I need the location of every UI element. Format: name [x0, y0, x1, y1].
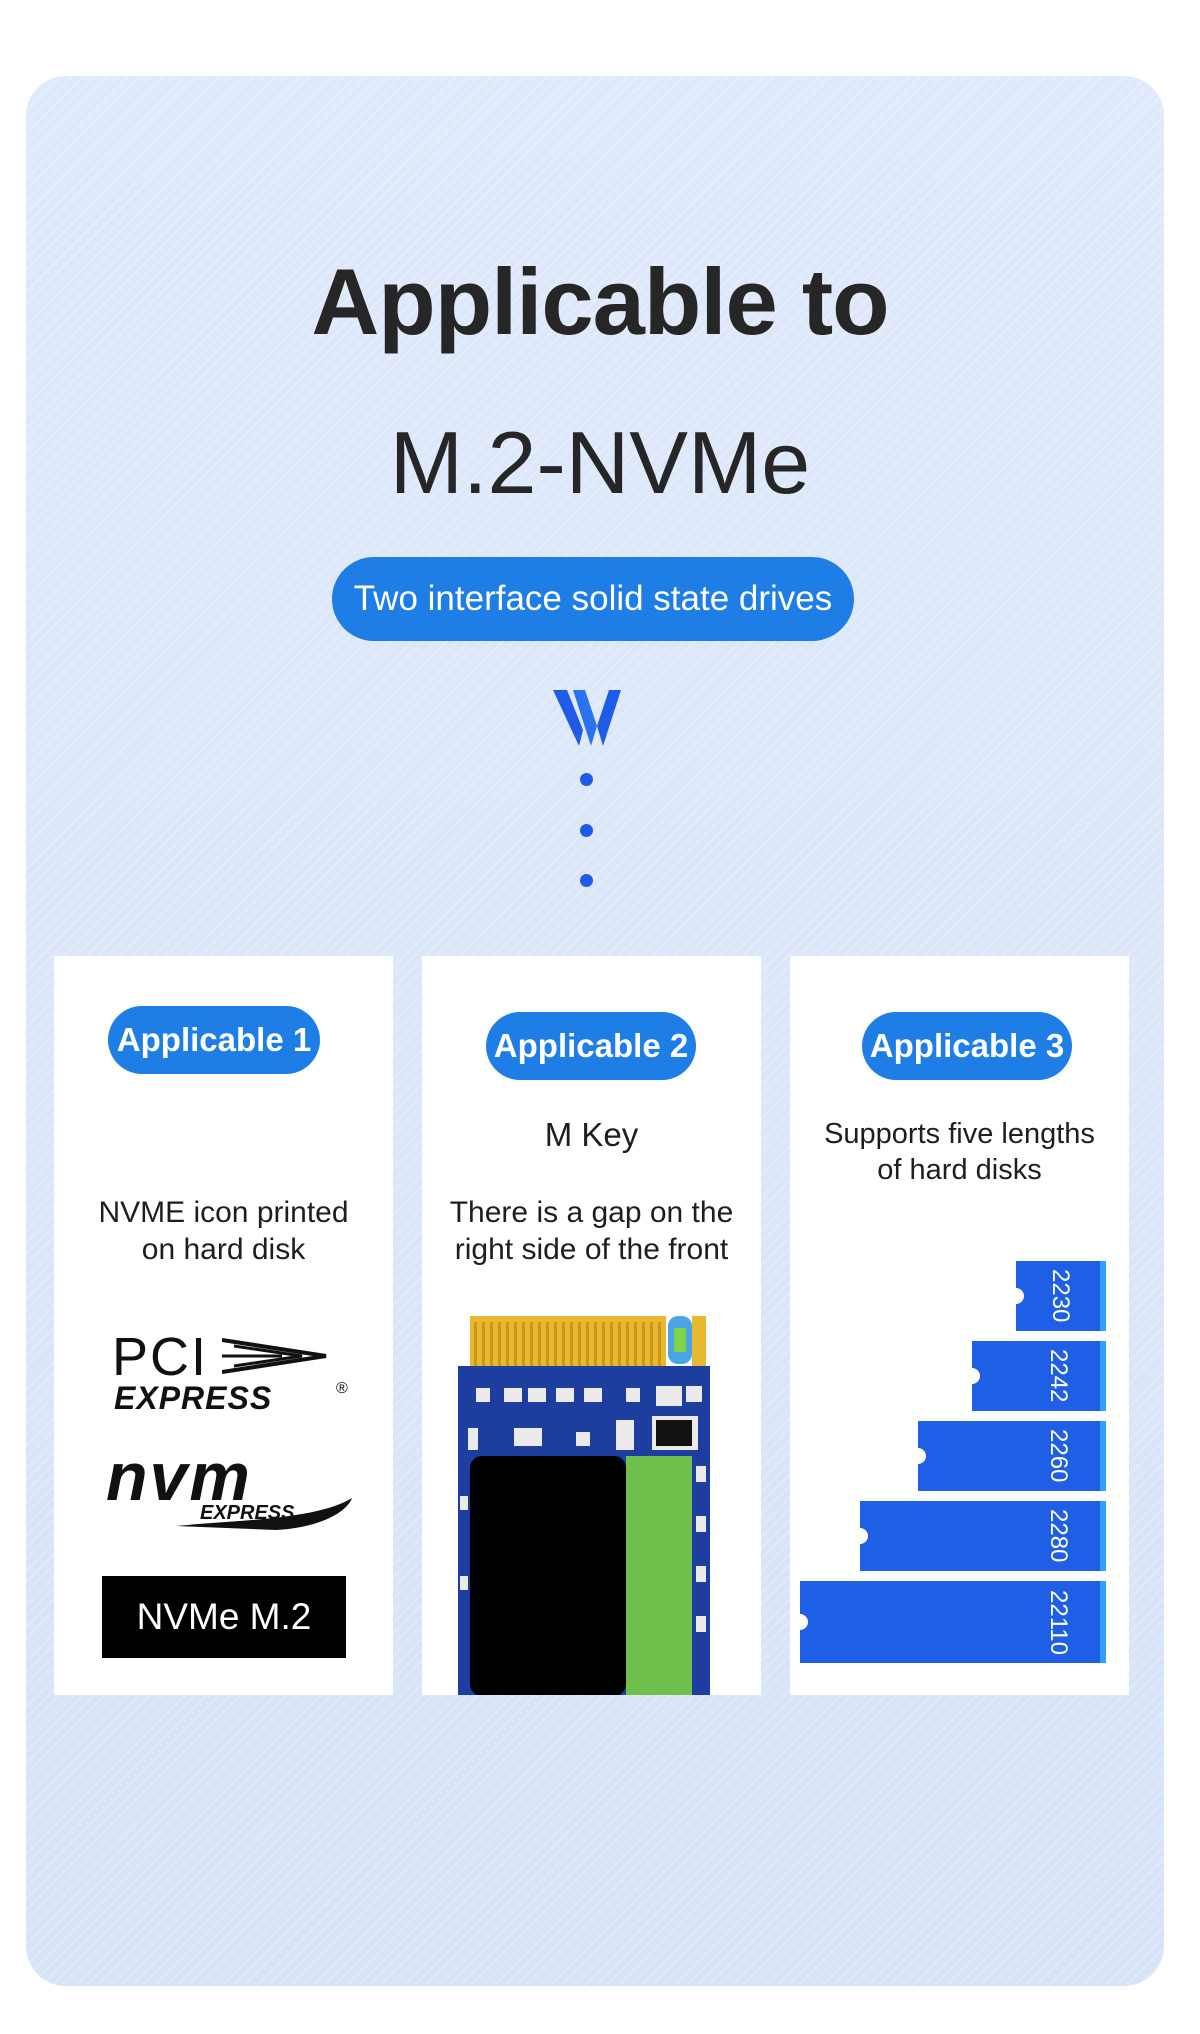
- drive-length-2242: 2242: [964, 1341, 1106, 1411]
- nvm-express-logo: nvm EXPRESS: [106, 1439, 356, 1540]
- pci-arrow-icon: [222, 1338, 327, 1374]
- drive-length-2280: 2280: [852, 1501, 1106, 1571]
- badge-applicable-3: Applicable 3: [862, 1012, 1072, 1080]
- card-applicable-3: Applicable 3 Supports five lengths of ha…: [790, 956, 1129, 1695]
- decor-dot: [580, 773, 593, 786]
- drive-length-22110: 22110: [792, 1581, 1106, 1663]
- drive-length-label: 2260: [1045, 1429, 1072, 1483]
- card-3-text-line1: Supports five lengths: [824, 1118, 1095, 1150]
- card-2-text-line2: right side of the front: [454, 1233, 729, 1266]
- card-2-heading: M Key: [544, 1116, 639, 1153]
- drive-length-label: 2242: [1045, 1349, 1072, 1403]
- drive-length-label: 22110: [1045, 1589, 1072, 1655]
- registered-mark: ®: [336, 1380, 348, 1397]
- interface-pill: Two interface solid state drives: [332, 557, 854, 641]
- drive-length-label: 2280: [1045, 1509, 1072, 1563]
- drive-length-2230: 2230: [1008, 1261, 1106, 1331]
- card-2-text-line1: There is a gap on the: [449, 1196, 734, 1229]
- card-applicable-2: Applicable 2 M Key There is a gap on the…: [422, 956, 761, 1695]
- drive-length-label: 2230: [1047, 1269, 1074, 1323]
- badge-applicable-1: Applicable 1: [108, 1006, 320, 1074]
- badge-applicable-2: Applicable 2: [486, 1012, 696, 1080]
- card-1-text-line1: NVME icon printed: [98, 1196, 349, 1229]
- drive-length-2260: 2260: [910, 1421, 1106, 1491]
- card-applicable-1: Applicable 1 NVME icon printed on hard d…: [54, 956, 393, 1695]
- page-subtitle: M.2-NVMe: [389, 413, 811, 512]
- card-1-text-line2: on hard disk: [141, 1233, 306, 1266]
- nvm-swoosh-icon: [176, 1498, 352, 1530]
- page-title: Applicable to: [311, 249, 889, 354]
- m2-ssd-image: [458, 1316, 710, 1695]
- nvme-m2-label: NVMe M.2: [102, 1576, 346, 1658]
- card-3-text-line2: of hard disks: [877, 1154, 1042, 1186]
- decor-dot: [580, 824, 593, 837]
- decor-dot: [580, 874, 593, 887]
- v-chevron-icon: [553, 690, 621, 746]
- pci-express-logo: PCI EXPRESS ®: [112, 1327, 348, 1416]
